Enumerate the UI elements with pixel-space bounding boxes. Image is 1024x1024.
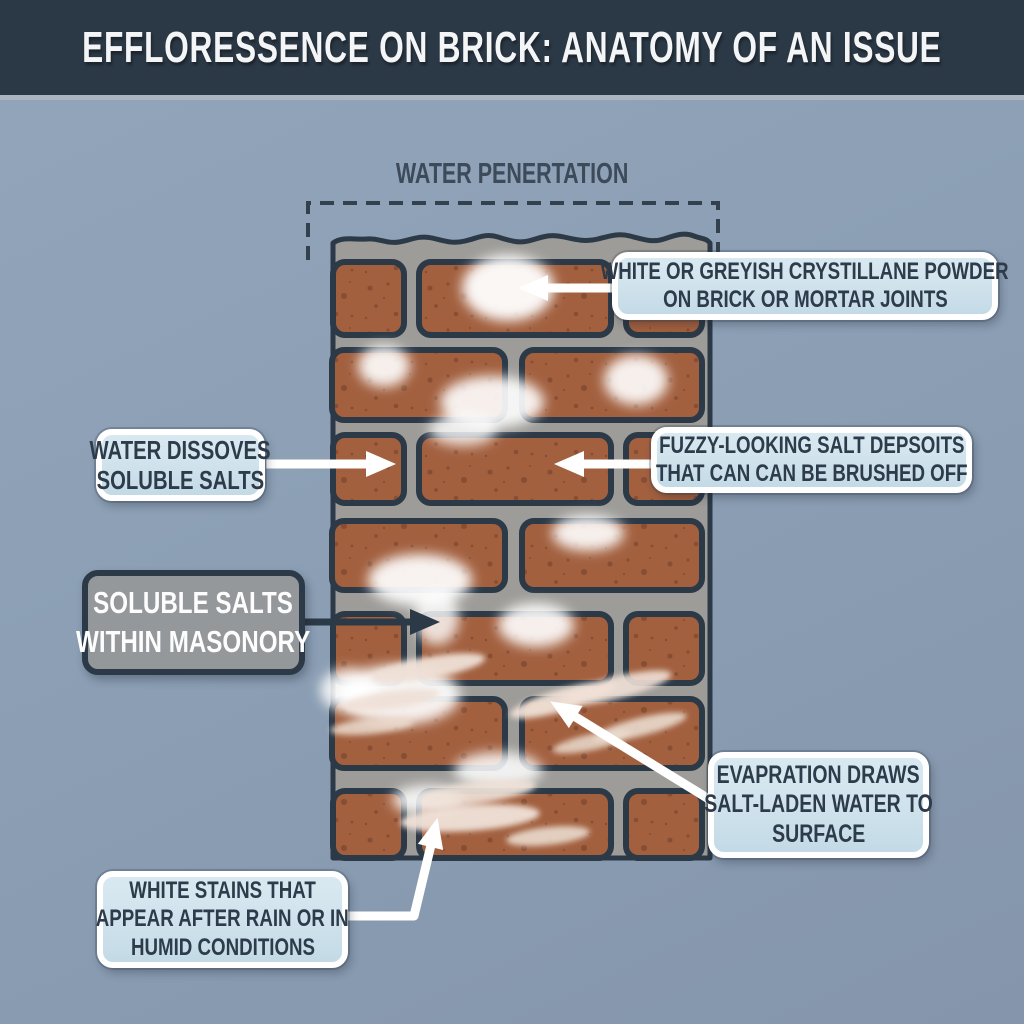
brick	[330, 432, 407, 506]
efflorescence-patch	[604, 355, 668, 405]
salt-streaks-group	[330, 653, 687, 846]
header-bar: EFFLORESSENCE ON BRICK: ANATOMY OF AN IS…	[0, 0, 1024, 100]
arrows-group	[266, 275, 715, 921]
callout-fuzzy: FUZZY-LOOKING SALT DEPSOITS THAT CAN CAN…	[651, 427, 972, 493]
penetration-zone-outline	[306, 201, 720, 260]
brick	[330, 259, 407, 338]
callout-soluble-line1: SOLUBLE SALTS	[93, 584, 294, 620]
callout-powder-line2: ON BRICK OR MORTAR JOINTS	[662, 286, 948, 313]
callout-powder-line1: WHITE OR GREYISH CRYSTILLANE POWDER	[600, 257, 1010, 285]
salt-streak	[330, 716, 414, 736]
salt-streak	[506, 826, 590, 846]
callout-dissolve-line1: WATER DISSOVES	[89, 434, 272, 465]
callout-stains-line2: APPEAR AFTER RAIN OR IN	[95, 905, 350, 933]
callout-fuzzy-line2: THAT CAN CAN BE BRUSHED OFF	[655, 460, 968, 487]
water-penetration-label: WATER PENERTATION	[395, 158, 629, 190]
callout-stains: WHITE STAINS THAT APPEAR AFTER RAIN OR I…	[95, 871, 350, 968]
page-title: EFFLORESSENCE ON BRICK: ANATOMY OF AN IS…	[82, 22, 942, 72]
callout-evaporation-line1: EVAPRATION DRAWS	[717, 761, 920, 790]
callout-powder: WHITE OR GREYISH CRYSTILLANE POWDER ON B…	[601, 252, 1009, 320]
efflorescence-patch	[415, 591, 459, 645]
callout-soluble-line2: WITHIN MASONORY	[76, 623, 311, 659]
salt-streak	[558, 670, 672, 706]
brick	[623, 611, 705, 686]
callout-evaporation: EVAPRATION DRAWS SALT-LADEN WATER TO SUR…	[704, 752, 933, 858]
arrow-stains	[347, 817, 444, 921]
efflorescence-patch	[462, 255, 554, 321]
salt-streak	[420, 778, 536, 806]
arrow-evaporation	[550, 701, 715, 805]
brick	[623, 788, 705, 861]
efflorescence-patch	[368, 554, 472, 606]
efflorescence-patch	[498, 603, 574, 647]
efflorescence-patch	[552, 515, 624, 551]
callout-dissolve: WATER DISSOVES SOLUBLE SALTS	[90, 429, 271, 501]
efflorescence-patch	[454, 752, 542, 788]
callout-stains-line1: WHITE STAINS THAT	[129, 877, 316, 905]
callout-stains-line3: HUMID CONDITIONS	[130, 933, 315, 961]
salt-streak	[370, 653, 486, 683]
salt-streak	[340, 688, 440, 712]
brick	[416, 432, 614, 506]
efflorescence-patch	[429, 414, 497, 446]
callout-evaporation-line2: SALT-LADEN WATER TO	[704, 790, 933, 819]
callout-soluble: SOLUBLE SALTS WITHIN MASONORY	[76, 570, 311, 675]
efflorescence-patch	[358, 345, 410, 387]
callout-evaporation-line3: SURFACE	[771, 819, 866, 848]
callout-fuzzy-line1: FUZZY-LOOKING SALT DEPSOITS	[658, 431, 965, 459]
callout-dissolve-line2: SOLUBLE SALTS	[96, 465, 265, 495]
